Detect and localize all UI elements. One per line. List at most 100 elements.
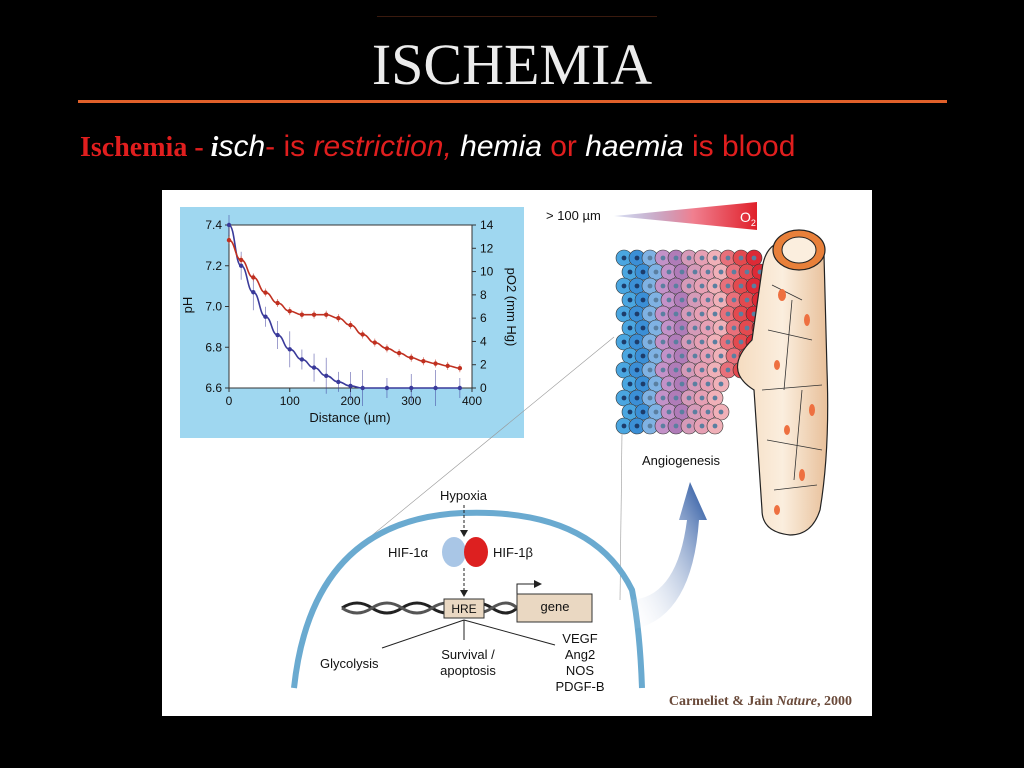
cell-nucleus — [666, 381, 672, 387]
cell-nucleus — [634, 395, 640, 401]
target-gene-pdgfb: PDGF-B — [555, 679, 604, 694]
cell-nucleus — [679, 297, 685, 303]
cell-nucleus — [692, 297, 698, 303]
hif1b-label: HIF-1β — [493, 545, 533, 560]
target-gene-nos: NOS — [566, 663, 595, 678]
cell-nucleus — [640, 409, 646, 415]
zoom-guide-line — [347, 336, 615, 556]
cell-nucleus — [679, 353, 685, 359]
hre-box — [443, 598, 485, 619]
data-point — [372, 340, 377, 345]
cell-nucleus — [731, 325, 737, 331]
cell-nucleus — [686, 339, 692, 345]
y-tick-label: 6.6 — [205, 381, 222, 395]
cell-nucleus — [699, 255, 705, 261]
cell-nucleus — [679, 409, 685, 415]
cell-nucleus — [738, 255, 744, 261]
cell-nucleus — [686, 423, 692, 429]
cell-nucleus — [712, 339, 718, 345]
cell-nucleus — [666, 325, 672, 331]
cell-nucleus — [712, 311, 718, 317]
data-point — [384, 346, 390, 351]
cell-nucleus — [634, 283, 640, 289]
data-point — [457, 366, 463, 371]
target-gene-vegf: VEGF — [562, 631, 597, 646]
cell-nucleus — [712, 283, 718, 289]
hre-label: HRE — [451, 602, 476, 616]
apoptosis-label: apoptosis — [440, 663, 496, 678]
plot-area — [228, 224, 473, 389]
cell-nucleus — [718, 353, 724, 359]
data-point — [275, 332, 280, 338]
cell-nucleus — [660, 339, 666, 345]
y-tick-label: 6.8 — [205, 340, 222, 354]
y2-tick-label: 2 — [480, 358, 487, 372]
cell-nucleus — [634, 255, 640, 261]
cell-nucleus — [627, 269, 633, 275]
cell-nucleus — [686, 367, 692, 373]
cell-nucleus — [640, 269, 646, 275]
cell-nucleus — [705, 409, 711, 415]
cell-nucleus — [621, 255, 627, 261]
cell-nucleus — [699, 311, 705, 317]
cell-nucleus — [725, 367, 731, 373]
subtitle-lead: Ischemia - — [80, 132, 211, 163]
x-tick-label: 200 — [340, 394, 360, 408]
subtitle-hemia: hemia — [451, 130, 542, 163]
subtitle-or: or — [541, 130, 586, 163]
cell-nucleus — [712, 395, 718, 401]
cell-nucleus — [712, 255, 718, 261]
x-tick-label: 0 — [226, 394, 233, 408]
cell-nucleus — [660, 255, 666, 261]
data-point — [324, 312, 329, 317]
cell-nucleus — [660, 311, 666, 317]
cell-nucleus — [679, 381, 685, 387]
data-point — [263, 290, 268, 295]
cell-nucleus — [634, 367, 640, 373]
y2-tick-label: 6 — [480, 311, 487, 325]
cell-nucleus — [647, 367, 653, 373]
cell-nucleus — [718, 325, 724, 331]
data-point — [251, 275, 256, 280]
cell-nucleus — [627, 353, 633, 359]
slide-title: ISCHEMIA — [371, 32, 653, 97]
series-line-0 — [228, 224, 460, 389]
angiogenesis-label: Angiogenesis — [642, 453, 721, 468]
data-point — [384, 385, 390, 391]
credit-journal: Nature — [776, 694, 817, 709]
data-point — [311, 365, 317, 370]
cell-nucleus — [744, 325, 750, 331]
subtitle-restriction: restriction, — [313, 130, 452, 163]
cell-nucleus — [660, 283, 666, 289]
data-point — [336, 379, 341, 385]
curved-arrow-icon — [630, 482, 707, 630]
cell-nucleus — [673, 367, 679, 373]
subtitle-i: i — [210, 132, 219, 163]
cell-nucleus — [705, 325, 711, 331]
y-axis-ticks: 6.66.87.07.27.4 — [205, 218, 229, 395]
hif1a-subunit — [442, 537, 466, 567]
y2-tick-label: 12 — [480, 241, 494, 255]
cell-nucleus — [653, 353, 659, 359]
cell-nucleus — [647, 283, 653, 289]
cell-nucleus — [692, 409, 698, 415]
y2-tick-label: 14 — [480, 218, 494, 232]
glycolysis-label: Glycolysis — [320, 656, 379, 671]
cell-nucleus — [621, 283, 627, 289]
cell-nucleus — [725, 255, 731, 261]
cell-nucleus — [621, 395, 627, 401]
cell-nucleus — [692, 381, 698, 387]
cell-nucleus — [751, 283, 757, 289]
subtitle-is-blood: is blood — [683, 130, 796, 163]
cell-nucleus — [647, 255, 653, 261]
chart-series — [226, 215, 463, 406]
dna-helix-icon — [341, 601, 519, 615]
cell-nucleus — [679, 325, 685, 331]
cell-nucleus — [640, 325, 646, 331]
data-point — [299, 357, 305, 362]
cell-nucleus — [627, 409, 633, 415]
y2-tick-label: 10 — [480, 265, 494, 279]
cell-nucleus — [744, 269, 750, 275]
